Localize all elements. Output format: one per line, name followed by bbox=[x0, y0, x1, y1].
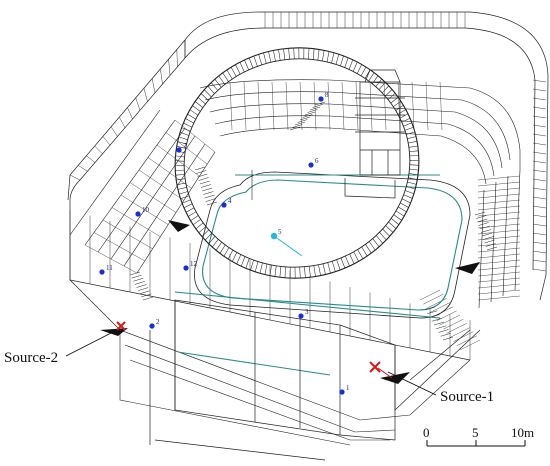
source-1-callout: Source-1 bbox=[387, 371, 494, 405]
stairways bbox=[129, 101, 498, 341]
scale-label-10m: 10m bbox=[511, 425, 534, 440]
receiver-dot bbox=[176, 147, 182, 153]
source-1-marker bbox=[369, 361, 393, 379]
receiver-number: 7 bbox=[183, 142, 187, 150]
receiver-1: 8 bbox=[318, 91, 329, 102]
source-1-leader-line bbox=[387, 371, 437, 396]
elliptical-ring bbox=[174, 47, 420, 279]
source-2-marker bbox=[116, 321, 126, 331]
receiver-dot bbox=[270, 232, 278, 240]
scale-label-0: 0 bbox=[423, 425, 430, 440]
receiver-number: 6 bbox=[315, 157, 319, 165]
receiver-5: 10 bbox=[135, 206, 150, 217]
receiver-10: 1 bbox=[339, 384, 350, 395]
front-block-structure bbox=[149, 299, 481, 461]
source-2-leader-line bbox=[65, 330, 116, 357]
rink-surface bbox=[174, 170, 471, 376]
source-2-callout: Source-2 bbox=[4, 330, 116, 366]
receiver-dot bbox=[149, 323, 155, 329]
source-1-label: Source-1 bbox=[440, 389, 494, 405]
receiver-number: 8 bbox=[325, 91, 329, 99]
roof-shell-ribs bbox=[69, 12, 547, 360]
receiver-7: 11 bbox=[99, 264, 113, 275]
scale-bar: 0 5 10m bbox=[423, 425, 534, 447]
receiver-dot bbox=[99, 269, 105, 275]
receiver-number: 2 bbox=[156, 318, 160, 326]
seating-tiers bbox=[69, 79, 521, 446]
receiver-3: 6 bbox=[308, 157, 319, 168]
receiver-number: 12 bbox=[190, 260, 198, 268]
receiver-number: 10 bbox=[142, 206, 150, 214]
receiver-dot bbox=[318, 96, 324, 102]
receiver-number: 1 bbox=[346, 384, 350, 392]
receiver-4: 4 bbox=[221, 197, 232, 208]
receiver-number: 11 bbox=[106, 264, 113, 272]
receiver-dot bbox=[339, 389, 345, 395]
receiver-dot bbox=[135, 211, 141, 217]
receiver-9: 3 bbox=[298, 308, 309, 319]
receiver-dot bbox=[298, 313, 304, 319]
ring-hatch-lines bbox=[175, 47, 419, 279]
seating-rows-hatch bbox=[84, 81, 521, 351]
receiver-dot bbox=[308, 162, 314, 168]
receiver-11: 2 bbox=[149, 318, 160, 329]
receiver-dot bbox=[221, 202, 227, 208]
receiver-number: 3 bbox=[305, 308, 309, 316]
receiver-number: 5 bbox=[278, 228, 282, 236]
dark-wedges bbox=[100, 220, 480, 384]
receiver-dot bbox=[183, 265, 189, 271]
scale-label-5: 5 bbox=[472, 425, 479, 440]
receiver-2: 7 bbox=[176, 142, 187, 153]
receiver-number: 4 bbox=[228, 197, 232, 205]
central-tower bbox=[355, 69, 405, 176]
receiver-8: 12 bbox=[183, 260, 198, 271]
sound-sources bbox=[116, 321, 393, 379]
receiver-6: 5 bbox=[270, 228, 303, 257]
source-2-label: Source-2 bbox=[4, 350, 58, 366]
